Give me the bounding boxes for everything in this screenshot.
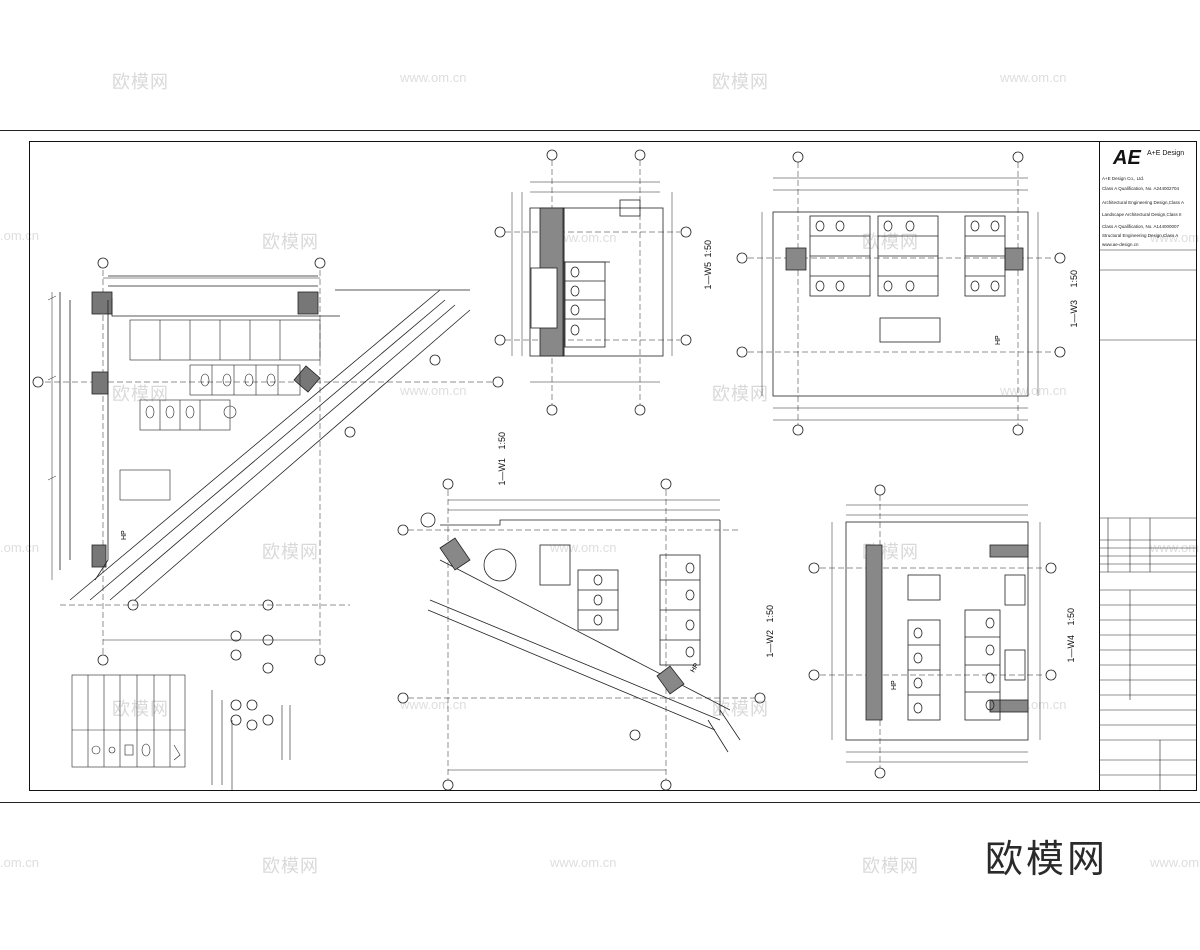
title-block-line: Architectural Engineering Design,Class A (1102, 200, 1185, 205)
legend-table (71, 674, 186, 768)
watermark: 欧模网 (712, 699, 769, 720)
plan-w1-left (32, 257, 504, 731)
plan-scale-w3: 1:50 (1069, 270, 1079, 288)
watermark-url: www.om.cn (400, 70, 467, 85)
watermark: 欧模网 (112, 72, 169, 93)
title-block-grid (1099, 249, 1197, 790)
drawing-sheet (0, 130, 1200, 803)
plan-label-w3: 1—W3 (1069, 300, 1079, 328)
company-logo-subtitle: A+E Design (1147, 150, 1185, 157)
plan-w3 (736, 151, 1066, 436)
plan-label-w4: 1—W4 (1066, 635, 1076, 663)
plan-scale-w5: 1:50 (703, 240, 713, 258)
hp-label: HP (891, 680, 898, 690)
watermark-url: www.om.cn (1000, 383, 1067, 398)
plan-label-w1: 1—W1 (497, 458, 507, 486)
watermark: 欧模网 (262, 542, 319, 563)
title-block-line: www.ae-design.cn (1102, 242, 1139, 247)
brand-logo: 欧模网 (985, 837, 1109, 881)
watermark: 欧模网 (262, 856, 319, 877)
title-block-line: A+E Design Co., Ltd. (1102, 176, 1145, 181)
watermark-url: www.om.cn (1150, 540, 1200, 555)
title-block-line: Class A Qualification, No. A144000007 (1102, 224, 1180, 229)
watermark: 欧模网 (862, 232, 919, 253)
plan-scale-w4: 1:50 (1066, 608, 1076, 626)
watermark-url: www.om.cn (400, 697, 467, 712)
watermark: 欧模网 (712, 72, 769, 93)
watermark-url-edge: .om.cn (0, 855, 40, 870)
title-block-line: Landscape Architectural Design,Class II (1102, 212, 1182, 217)
plan-scale-w1: 1:50 (497, 432, 507, 450)
watermark-url: www.om.cn (550, 855, 617, 870)
company-logo: AE (1113, 147, 1141, 169)
hp-label: HP (690, 662, 701, 674)
plan-w2 (397, 478, 766, 791)
watermark-url: www.om.cn (1000, 70, 1067, 85)
plan-label-w5: 1—W5 (703, 262, 713, 290)
watermark: 欧模网 (712, 384, 769, 405)
watermark-url: www.om.cn (1150, 230, 1200, 245)
hp-label: HP (995, 335, 1002, 345)
watermark-url: www.om.cn (1150, 855, 1200, 870)
watermark-url: www.om.cn (550, 230, 617, 245)
title-block-line: Class A Qualification, No. A244002704 (1102, 186, 1180, 191)
notes-left (211, 690, 291, 790)
plan-scale-w2: 1:50 (765, 605, 775, 623)
hp-label: HP (121, 530, 128, 540)
plan-label-w2: 1—W2 (765, 630, 775, 658)
title-block (1099, 142, 1197, 790)
watermark-url: www.om.cn (550, 540, 617, 555)
plan-w4 (808, 484, 1057, 779)
watermark: 欧模网 (262, 232, 319, 253)
title-block-line: Structural Engineering Design,Class A (1102, 233, 1179, 238)
plan-w5 (494, 149, 692, 416)
watermark-url: www.om.cn (400, 383, 467, 398)
drawing-frame (29, 141, 1197, 791)
watermark: 欧模网 (862, 856, 919, 877)
